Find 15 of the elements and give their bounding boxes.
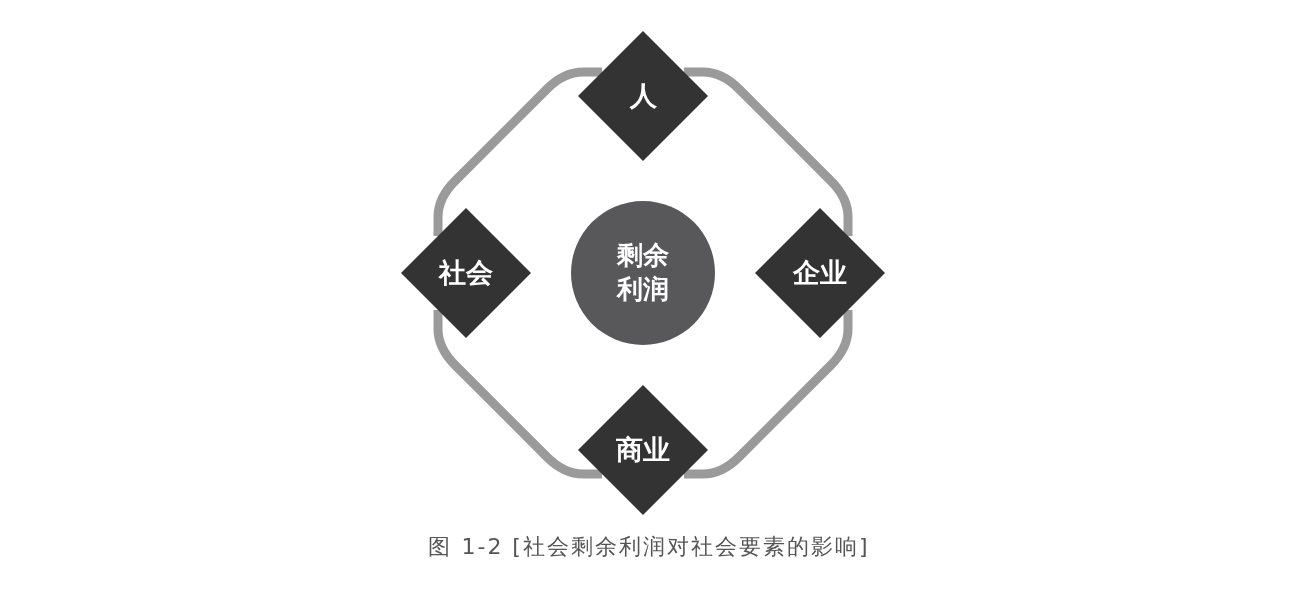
ring-line <box>684 310 853 479</box>
ring-line <box>433 67 602 236</box>
caption: 图 1-2 [社会剩余利润对社会要素的影响] <box>428 534 870 559</box>
diamond-shape <box>578 385 708 515</box>
center-circle <box>571 201 715 345</box>
node-label: 人 <box>629 79 657 114</box>
diamond-shape <box>755 208 885 338</box>
node-label: 企业 <box>793 256 847 291</box>
node-label: 商业 <box>616 433 670 468</box>
diamond-shape <box>401 208 531 338</box>
diamond-shape <box>578 31 708 161</box>
node-label: 社会 <box>439 256 493 291</box>
node-label: 剩余利润 <box>615 239 670 306</box>
ring-line <box>684 67 853 236</box>
ring-line <box>433 310 602 479</box>
